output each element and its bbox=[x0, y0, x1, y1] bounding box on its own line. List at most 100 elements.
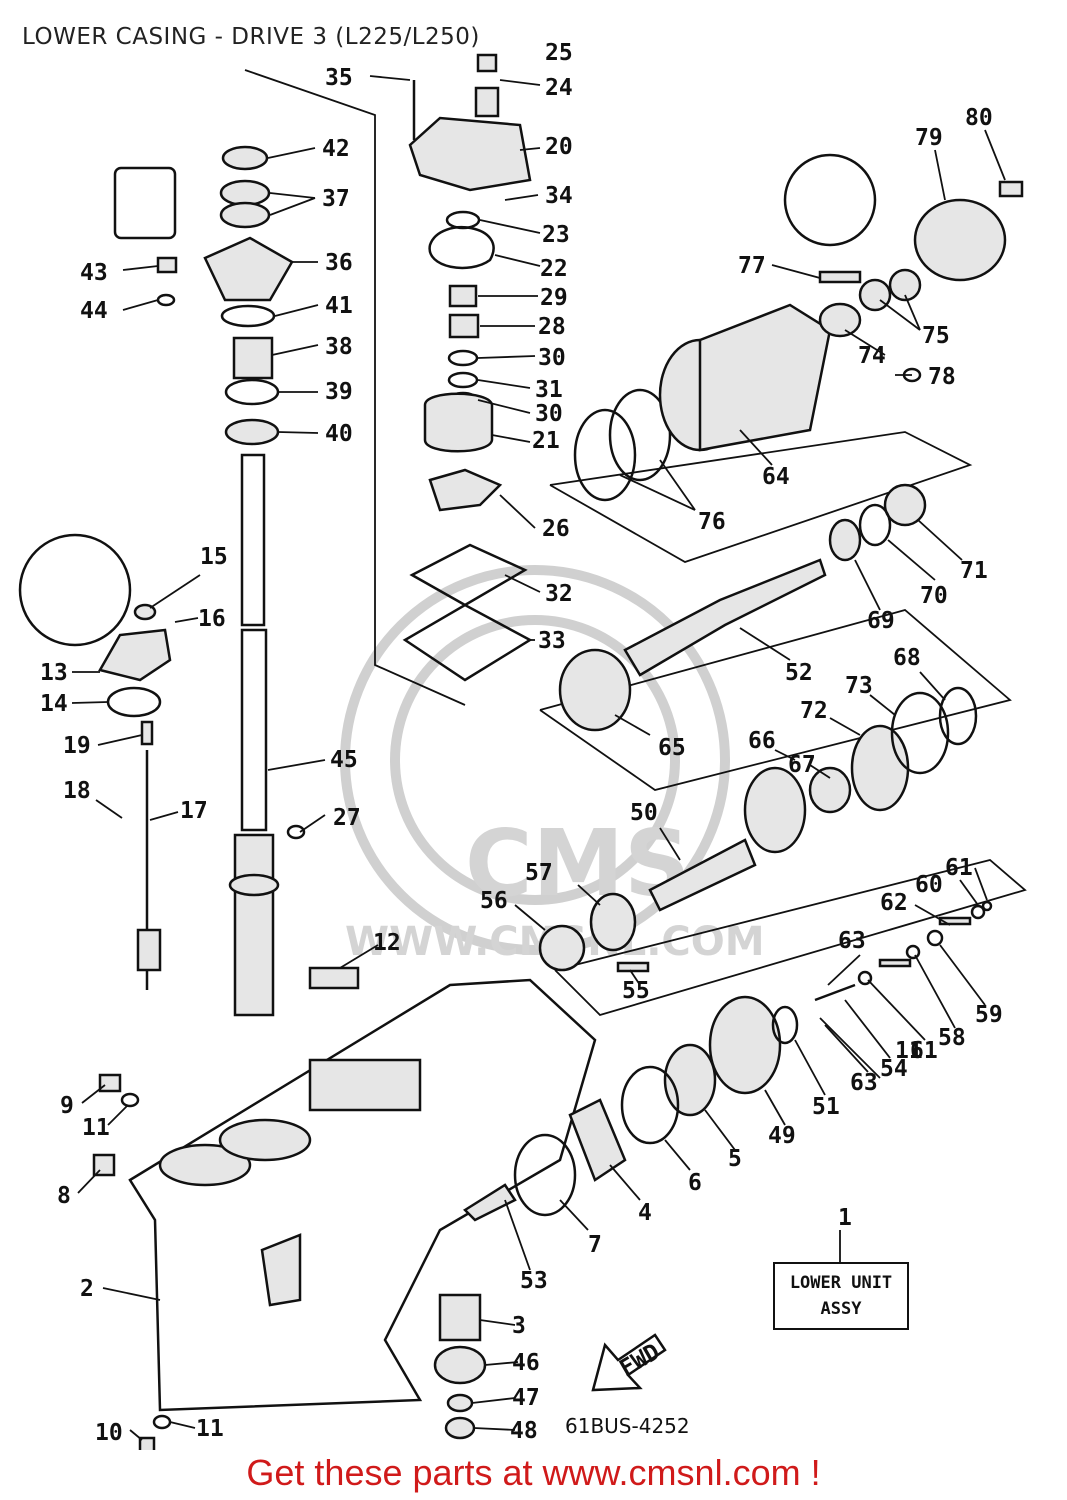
part-label: 47 bbox=[512, 1385, 540, 1411]
part-label: 58 bbox=[938, 1025, 966, 1051]
part-label: 80 bbox=[965, 105, 993, 131]
part-label: 72 bbox=[800, 698, 828, 724]
lower-unit-assy-box: LOWER UNIT ASSY bbox=[773, 1262, 909, 1330]
part-label: 10 bbox=[95, 1420, 123, 1446]
part-label: 27 bbox=[333, 805, 361, 831]
prop-shaft-group bbox=[558, 153, 1007, 732]
part-label: 30 bbox=[538, 345, 566, 371]
part-label: 65 bbox=[658, 735, 686, 761]
fwd-label: FWD bbox=[615, 1339, 664, 1382]
part-label: 60 bbox=[915, 872, 943, 898]
part-label: 53 bbox=[520, 1268, 548, 1294]
part-label: 75 bbox=[922, 323, 950, 349]
part-label: 2 bbox=[80, 1276, 94, 1302]
part-label: 17 bbox=[180, 798, 208, 824]
part-label: 11 bbox=[196, 1416, 224, 1442]
part-label: 78 bbox=[928, 364, 956, 390]
group-frames bbox=[244, 69, 1027, 1017]
part-label: 29 bbox=[540, 285, 568, 311]
part-label: 26 bbox=[542, 516, 570, 542]
part-label: 44 bbox=[80, 298, 108, 324]
part-label: 35 bbox=[325, 65, 353, 91]
part-label: 50 bbox=[630, 800, 658, 826]
part-label: 46 bbox=[512, 1350, 540, 1376]
part-label: 14 bbox=[40, 691, 68, 717]
part-label: 8 bbox=[57, 1183, 71, 1209]
part-label: 22 bbox=[540, 256, 568, 282]
forward-gear-group bbox=[538, 686, 978, 973]
part-label: 11 bbox=[895, 1038, 923, 1064]
part-label: 15 bbox=[200, 544, 228, 570]
part-label: 49 bbox=[768, 1123, 796, 1149]
part-label: 61 bbox=[945, 855, 973, 881]
part-label: 33 bbox=[538, 628, 566, 654]
part-label: 24 bbox=[545, 75, 573, 101]
part-label: 63 bbox=[838, 928, 866, 954]
reverse-gear-group bbox=[463, 900, 993, 1222]
part-label: 39 bbox=[325, 379, 353, 405]
part-label: 56 bbox=[480, 888, 508, 914]
watermark-logo-text: CMS bbox=[465, 810, 690, 917]
part-label: 18 bbox=[63, 778, 91, 804]
part-label: 36 bbox=[325, 250, 353, 276]
part-label: 43 bbox=[80, 260, 108, 286]
diagram-code: 61BUS-4252 bbox=[565, 1414, 690, 1438]
shift-rod bbox=[18, 533, 172, 990]
part-label: 38 bbox=[325, 334, 353, 360]
part-label: 71 bbox=[960, 558, 988, 584]
assy-box-line1: LOWER UNIT bbox=[789, 1273, 893, 1293]
part-label: 25 bbox=[545, 40, 573, 66]
part-label: 76 bbox=[698, 509, 726, 535]
part-label: 16 bbox=[198, 606, 226, 632]
part-label: 64 bbox=[762, 464, 790, 490]
part-label: 7 bbox=[588, 1232, 602, 1258]
part-label: 57 bbox=[525, 860, 553, 886]
part-label: 9 bbox=[60, 1093, 74, 1119]
pinion-group bbox=[433, 1293, 487, 1440]
part-label: 70 bbox=[920, 583, 948, 609]
part-label: 40 bbox=[325, 421, 353, 447]
part-label: 48 bbox=[510, 1418, 538, 1444]
part-label: 51 bbox=[812, 1094, 840, 1120]
part-label: 6 bbox=[688, 1170, 702, 1196]
part-label: 42 bbox=[322, 136, 350, 162]
bearing-stack bbox=[113, 145, 294, 446]
part-label: 62 bbox=[880, 890, 908, 916]
part-label: 1 bbox=[838, 1205, 852, 1231]
part-label: 4 bbox=[638, 1200, 652, 1226]
part-label: 5 bbox=[728, 1146, 742, 1172]
part-label: 12 bbox=[373, 930, 401, 956]
part-label: 45 bbox=[330, 747, 358, 773]
part-label: 66 bbox=[748, 728, 776, 754]
part-labels: 1 2 3 4 5 6 7 8 9 10 11 11 11 12 13 14 1… bbox=[40, 40, 1003, 1446]
part-label: 59 bbox=[975, 1002, 1003, 1028]
part-label: 19 bbox=[63, 733, 91, 759]
part-label: 54 bbox=[880, 1056, 908, 1082]
promo-link-text[interactable]: Get these parts at www.cmsnl.com ! bbox=[246, 1452, 821, 1493]
part-label: 52 bbox=[785, 660, 813, 686]
part-label: 61 bbox=[910, 1038, 938, 1064]
part-label: 63 bbox=[850, 1070, 878, 1096]
part-label: 77 bbox=[738, 253, 766, 279]
leader-lines bbox=[71, 75, 1006, 1441]
part-label: 20 bbox=[545, 134, 573, 160]
part-label: 30 bbox=[535, 401, 563, 427]
drive-shaft bbox=[228, 453, 280, 1017]
part-label: 41 bbox=[325, 293, 353, 319]
part-label: 67 bbox=[788, 752, 816, 778]
part-label: 21 bbox=[532, 428, 560, 454]
part-label: 31 bbox=[535, 377, 563, 403]
part-label: 79 bbox=[915, 125, 943, 151]
exploded-parts-diagram: CMS WWW.CMSNL.COM bbox=[18, 40, 1027, 1450]
assy-box-line2: ASSY bbox=[820, 1299, 862, 1319]
part-label: 68 bbox=[893, 645, 921, 671]
lower-casing bbox=[128, 978, 597, 1412]
part-label: 3 bbox=[512, 1313, 526, 1339]
part-label: 34 bbox=[545, 183, 573, 209]
part-label: 69 bbox=[867, 608, 895, 634]
part-label: 73 bbox=[845, 673, 873, 699]
part-label: 11 bbox=[82, 1115, 110, 1141]
water-pump bbox=[402, 53, 533, 682]
part-label: 32 bbox=[545, 581, 573, 607]
small-parts bbox=[92, 180, 1024, 1450]
